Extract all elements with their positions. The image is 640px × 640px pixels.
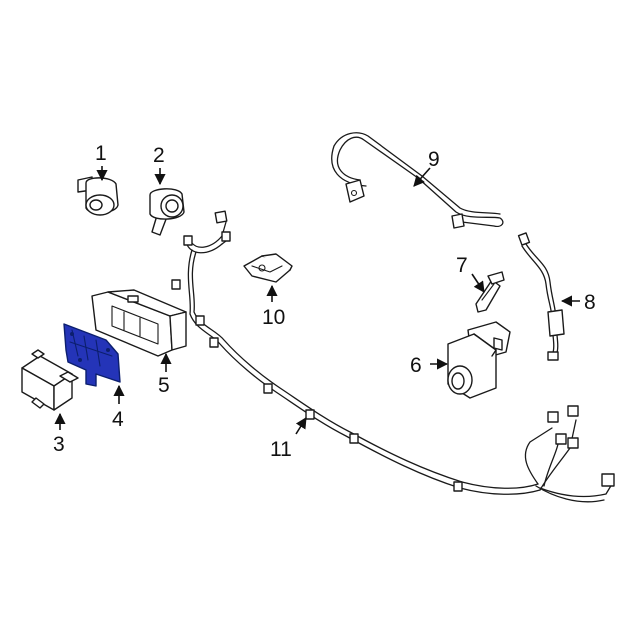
part-10-sensor-mount[interactable] <box>243 253 293 283</box>
callout-9: 9 <box>428 148 440 171</box>
leader-9 <box>413 167 431 187</box>
part-4-bracket-highlighted[interactable] <box>63 323 121 387</box>
callout-11: 11 <box>270 438 292 461</box>
part-7-clip[interactable] <box>475 271 505 313</box>
bracket-body <box>63 323 121 387</box>
callout-10: 10 <box>262 306 285 329</box>
part-6-camera[interactable] <box>447 321 511 399</box>
part-11-wiring-harness[interactable] <box>171 210 615 503</box>
part-1-sensor[interactable] <box>77 176 119 216</box>
part-8-extension-harness[interactable] <box>517 232 565 361</box>
callout-3: 3 <box>53 433 65 456</box>
callout-8: 8 <box>584 291 596 314</box>
leader-7 <box>471 273 485 293</box>
callout-7: 7 <box>456 254 468 277</box>
callout-1: 1 <box>95 142 107 165</box>
part-2-sensor[interactable] <box>149 188 185 236</box>
callout-4: 4 <box>112 408 124 431</box>
part-3-module[interactable] <box>21 349 79 411</box>
callout-2: 2 <box>153 144 165 167</box>
callout-6: 6 <box>410 354 422 377</box>
part-5-mounting-plate[interactable] <box>91 289 187 357</box>
part-9-tube[interactable] <box>331 132 504 229</box>
callout-5: 5 <box>158 374 170 397</box>
leader-11 <box>295 417 307 435</box>
